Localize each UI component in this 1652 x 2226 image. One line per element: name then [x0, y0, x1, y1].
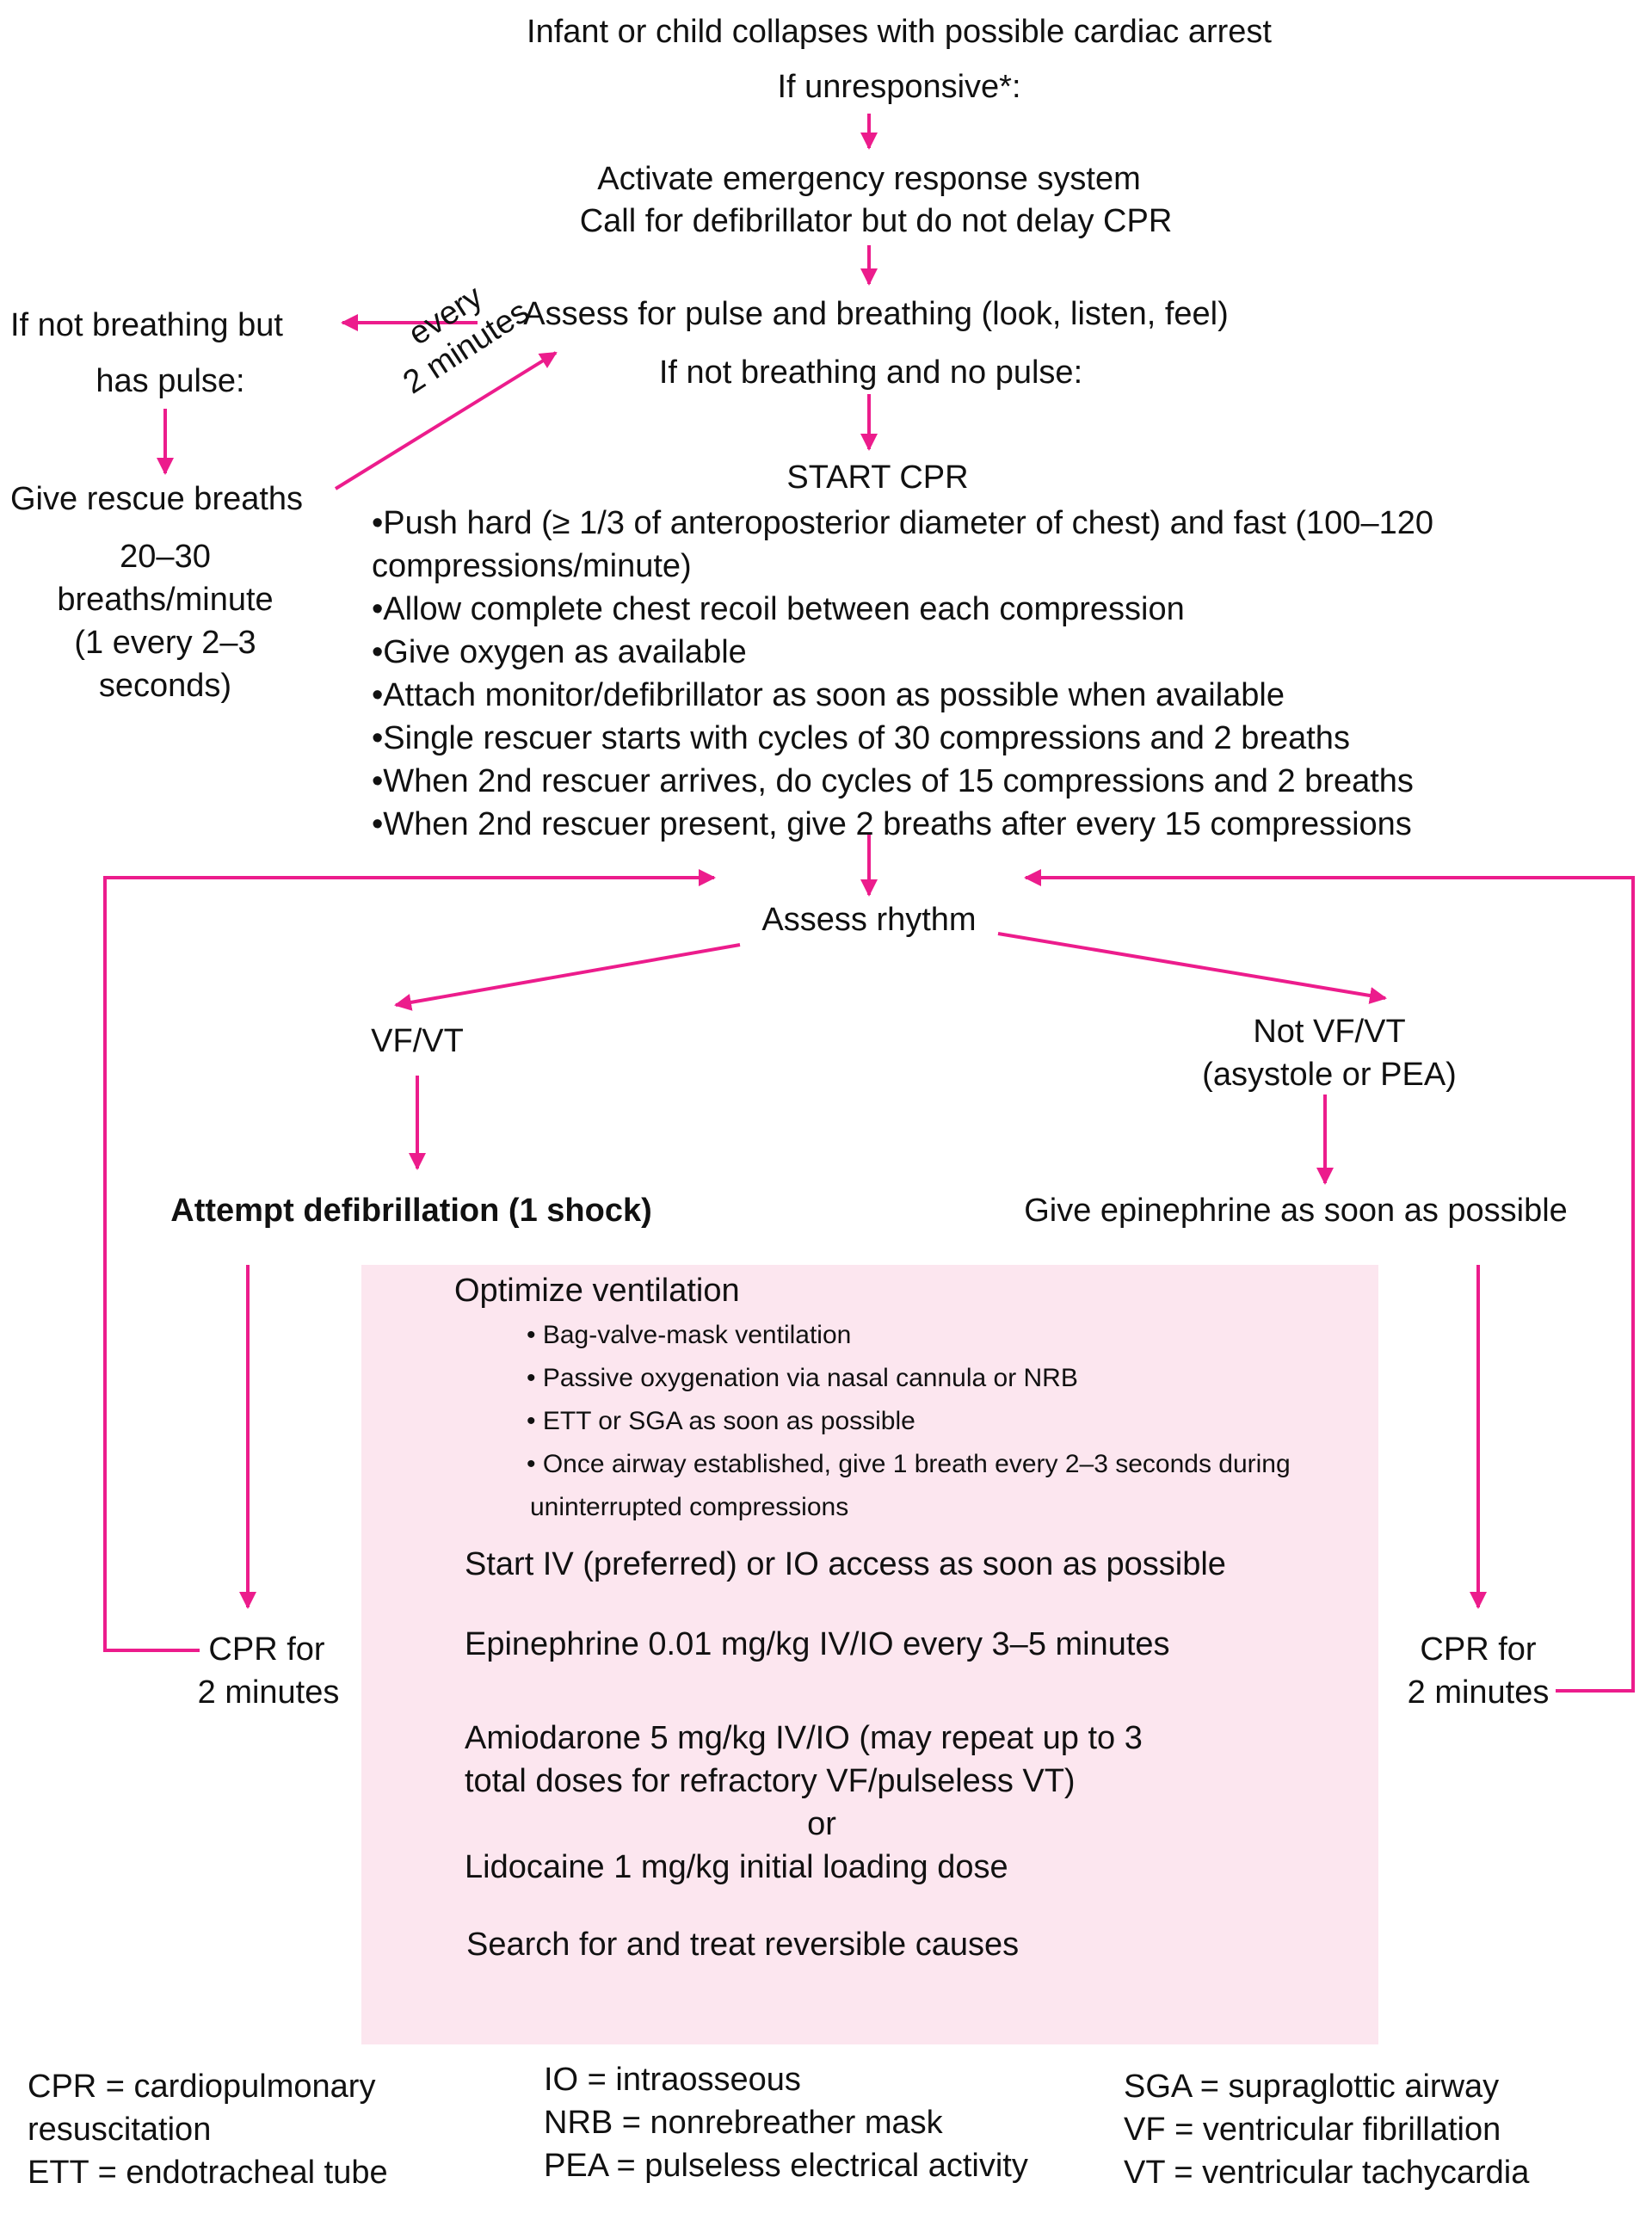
activate-emergency-line: Activate emergency response system	[597, 161, 1141, 197]
not-vfvt-label: Not VF/VT	[1253, 1014, 1406, 1050]
amiodarone-line2: total doses for refractory VF/pulseless …	[465, 1763, 1076, 1799]
arrow-to-not-vfvt	[997, 932, 1387, 1004]
diagram-title: Infant or child collapses with possible …	[527, 14, 1272, 50]
ventilation-item-4-cont: uninterrupted compressions	[530, 1493, 849, 1521]
loop-back-right	[1024, 869, 1635, 1693]
cpr-bullet-4: •Attach monitor/defibrillator as soon as…	[372, 677, 1285, 713]
left-condition-line1: If not breathing but	[10, 307, 283, 343]
legend-pea: PEA = pulseless electrical activity	[544, 2148, 1028, 2184]
legend-cpr-cont: resuscitation	[28, 2112, 212, 2148]
epinephrine-dose: Epinephrine 0.01 mg/kg IV/IO every 3–5 m…	[465, 1626, 1170, 1662]
rescue-rate-line1: 20–30	[120, 539, 211, 575]
or-separator: or	[807, 1806, 836, 1842]
ventilation-item-3: • ETT or SGA as soon as possible	[527, 1407, 915, 1435]
cpr-left-line2: 2 minutes	[197, 1674, 340, 1711]
rescue-rate-line4: seconds)	[98, 668, 232, 704]
amiodarone-line1: Amiodarone 5 mg/kg IV/IO (may repeat up …	[465, 1720, 1143, 1756]
give-epinephrine: Give epinephrine as soon as possible	[1024, 1193, 1568, 1229]
legend-io: IO = intraosseous	[544, 2062, 801, 2098]
iv-io-access: Start IV (preferred) or IO access as soo…	[465, 1546, 1226, 1582]
interventions-box	[361, 1265, 1378, 2044]
cpr-bullet-3: •Give oxygen as available	[372, 634, 747, 670]
cpr-right-line2: 2 minutes	[1407, 1674, 1550, 1711]
arrow-to-vfvt	[394, 943, 741, 1011]
vfvt-label: VF/VT	[371, 1023, 464, 1059]
lidocaine-dose: Lidocaine 1 mg/kg initial loading dose	[465, 1849, 1008, 1885]
ventilation-item-2: • Passive oxygenation via nasal cannula …	[527, 1364, 1078, 1392]
rescue-rate-line3: (1 every 2–3	[74, 625, 256, 661]
cpr-bullet-6: •When 2nd rescuer arrives, do cycles of …	[372, 763, 1414, 799]
cpr-bullet-5: •Single rescuer starts with cycles of 30…	[372, 720, 1350, 756]
cpr-left-line1: CPR for	[208, 1631, 325, 1668]
attempt-defibrillation: Attempt defibrillation (1 shock)	[170, 1193, 652, 1229]
unresponsive-condition: If unresponsive*:	[777, 69, 1021, 105]
cpr-bullet-2: •Allow complete chest recoil between eac…	[372, 591, 1185, 627]
loop-back-left	[103, 869, 716, 1652]
ventilation-item-4: • Once airway established, give 1 breath…	[527, 1450, 1291, 1478]
reversible-causes: Search for and treat reversible causes	[466, 1927, 1020, 1963]
cpr-bullet-1-cont: compressions/minute)	[372, 548, 692, 584]
left-condition-line2: has pulse:	[96, 363, 245, 399]
asystole-pea-label: (asystole or PEA)	[1202, 1057, 1457, 1093]
assess-rhythm: Assess rhythm	[761, 902, 977, 938]
optimize-ventilation-title: Optimize ventilation	[454, 1273, 740, 1309]
legend-sga: SGA = supraglottic airway	[1124, 2069, 1500, 2105]
no-pulse-condition: If not breathing and no pulse:	[658, 355, 1083, 391]
rescue-rate-line2: breaths/minute	[57, 582, 274, 618]
legend-nrb: NRB = nonrebreather mask	[544, 2105, 943, 2141]
legend-cpr: CPR = cardiopulmonary	[28, 2069, 376, 2105]
assess-pulse-breathing: Assess for pulse and breathing (look, li…	[523, 296, 1229, 332]
give-rescue-breaths: Give rescue breaths	[10, 481, 304, 517]
legend-vt: VT = ventricular tachycardia	[1124, 2155, 1530, 2191]
cpr-bullet-1: •Push hard (≥ 1/3 of anteroposterior dia…	[372, 505, 1433, 541]
cpr-right-line1: CPR for	[1420, 1631, 1537, 1668]
legend-ett: ETT = endotracheal tube	[28, 2155, 388, 2191]
legend-vf: VF = ventricular fibrillation	[1124, 2112, 1501, 2148]
start-cpr-title: START CPR	[786, 459, 969, 496]
arrow-every-2-minutes	[334, 351, 558, 490]
call-defibrillator-line: Call for defibrillator but do not delay …	[579, 203, 1173, 239]
cpr-bullet-7: •When 2nd rescuer present, give 2 breath…	[372, 806, 1412, 842]
ventilation-item-1: • Bag-valve-mask ventilation	[527, 1321, 852, 1349]
